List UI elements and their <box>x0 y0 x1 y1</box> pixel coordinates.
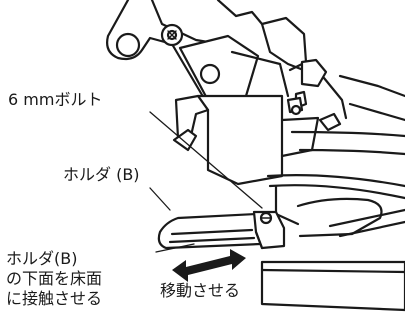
bolt-leader <box>149 111 263 209</box>
move-label: 移動させる <box>160 281 241 300</box>
saw-base <box>260 130 405 312</box>
leader-lines <box>149 111 263 253</box>
instruction-line-2: の下面を床面 <box>6 269 103 288</box>
holder-instruction-label: ホルダ(B) の下面を床面 に接触させる <box>6 249 102 309</box>
fence-block <box>172 94 320 186</box>
holder-b <box>157 210 286 250</box>
double-headed-arrow-icon <box>172 249 246 282</box>
holder-leader <box>149 187 171 211</box>
instruction-line-3: に接触させる <box>6 289 103 308</box>
holder-label: ホルダ (B) <box>63 165 140 184</box>
upper-mechanism <box>216 0 405 132</box>
instruction-line-1: ホルダ(B) <box>6 249 78 268</box>
bolt-label: 6 mmボルト <box>8 90 103 109</box>
note-leader <box>155 243 195 253</box>
